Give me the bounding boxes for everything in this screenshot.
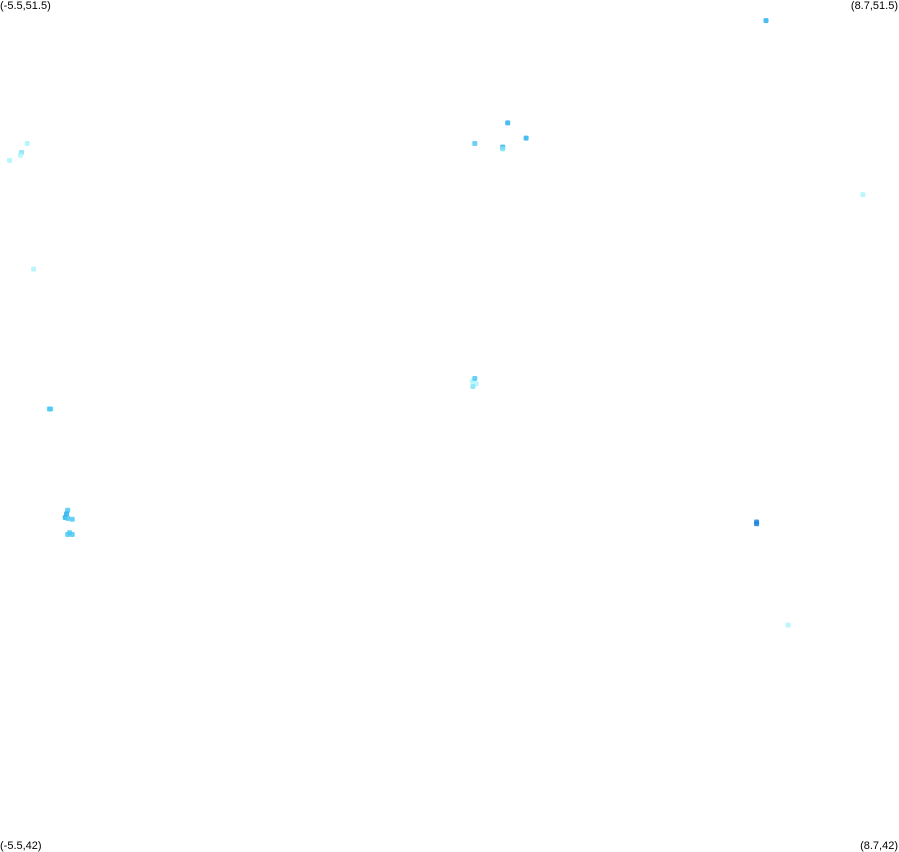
map-point[interactable] [65,515,71,521]
map-point[interactable] [17,152,23,158]
corner-label-bottom-right: (8.7,42) [860,840,898,852]
map-point[interactable] [69,516,75,522]
corner-label-bottom-left: (-5.5,42) [0,840,42,852]
map-point[interactable] [470,384,476,389]
map-point[interactable] [472,376,478,381]
map-point[interactable] [860,192,866,198]
map-point[interactable] [65,532,71,537]
map-point[interactable] [24,141,30,146]
map-point[interactable] [48,406,54,412]
map-point[interactable] [69,532,75,537]
map-point[interactable] [754,519,760,525]
map-point[interactable] [7,158,12,163]
map-point[interactable] [785,622,791,628]
map-point[interactable] [500,146,506,152]
corner-label-top-right: (8.7,51.5) [850,0,898,12]
corner-label-top-left: (-5.5,51.5) [0,0,51,12]
map-point[interactable] [31,266,37,272]
map-point[interactable] [523,135,529,141]
map-point[interactable] [472,141,478,146]
map-point[interactable] [505,120,511,126]
map-point[interactable] [763,18,769,24]
